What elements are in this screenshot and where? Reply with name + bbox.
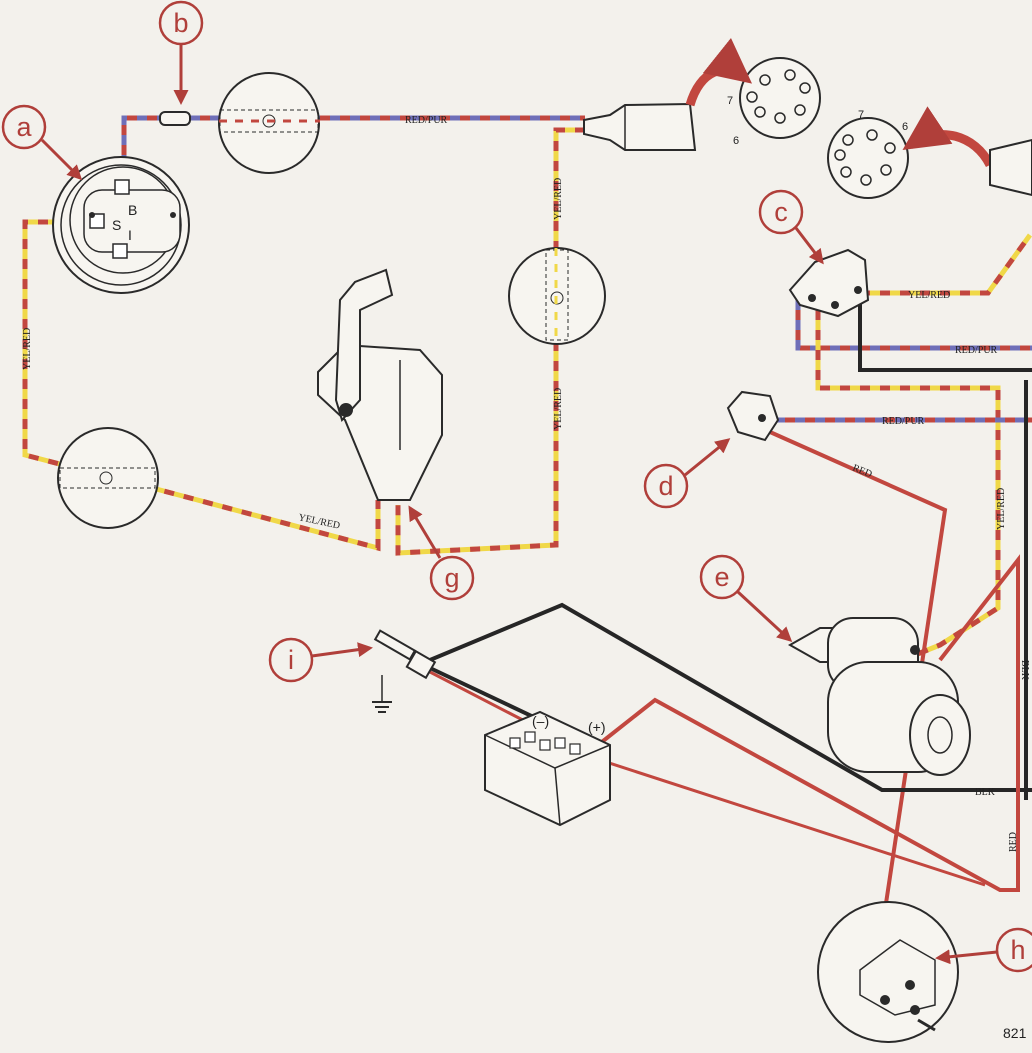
pin-7-left-label: 7 — [727, 95, 733, 107]
svg-text:a: a — [16, 112, 32, 142]
label-yel-red-left: YEL/RED — [22, 328, 33, 370]
pin-6-left-label: 6 — [733, 135, 739, 147]
wire-blk-neg — [429, 666, 541, 722]
label-blk: BLK — [975, 787, 996, 798]
connector-face-right: 7 6 — [827, 109, 909, 199]
connector-face-left: 7 6 — [727, 57, 821, 147]
svg-text:d: d — [658, 471, 673, 501]
wire-blk-main — [429, 602, 1032, 792]
terminal-s-label: S — [112, 217, 121, 233]
wire-red-d — [769, 430, 948, 911]
battery-negative-label: (–) — [532, 713, 549, 729]
ground-stud-i — [372, 629, 437, 713]
figure-number: 821 — [1003, 1025, 1027, 1041]
detail-circle-h — [817, 901, 959, 1043]
label-yel-red-c: YEL/RED — [908, 290, 950, 301]
detail-circle-top — [218, 72, 320, 174]
label-yel-red-mid-lower: YEL/RED — [553, 388, 564, 430]
solenoid-d — [726, 390, 780, 442]
label-blk-right: BLK — [1019, 660, 1030, 681]
battery: (–) (+) — [484, 710, 611, 827]
label-red-right: RED — [1008, 832, 1019, 852]
label-red-pur-top: RED/PUR — [405, 115, 448, 126]
pin-6-right-label: 6 — [902, 121, 908, 133]
arrow-to-connector-left — [685, 37, 753, 107]
arrow-to-connector-right — [902, 106, 995, 168]
wire-yel-red-right — [815, 310, 1001, 658]
wire-yel-red-mid — [395, 127, 585, 556]
remote-control-g — [317, 268, 443, 501]
svg-text:g: g — [444, 563, 459, 593]
bullet-connector — [159, 111, 191, 126]
battery-positive-label: (+) — [588, 719, 606, 735]
callout-e: e — [699, 554, 793, 643]
pin-7-right-label: 7 — [858, 109, 864, 121]
callout-h: h — [935, 927, 1032, 973]
starter-motor-e — [787, 617, 971, 776]
neutral-switch-c — [788, 248, 870, 318]
wire-red-pur-top — [121, 115, 585, 185]
terminal-b-label: B — [128, 202, 137, 218]
detail-circle-mid — [508, 247, 606, 345]
label-yel-red-right: YEL/RED — [996, 488, 1007, 530]
callout-d: d — [643, 438, 731, 509]
detail-circle-left — [57, 427, 159, 529]
svg-text:h: h — [1010, 935, 1025, 965]
label-red-pur-d: RED/PUR — [882, 416, 925, 427]
harness-plug — [583, 102, 697, 151]
svg-text:e: e — [714, 562, 729, 592]
callout-i: i — [268, 637, 373, 683]
svg-text:b: b — [173, 8, 188, 38]
svg-text:c: c — [774, 197, 788, 227]
wire-blk-c — [858, 300, 1032, 372]
wire-red-battery — [596, 554, 1020, 892]
svg-text:i: i — [288, 645, 294, 675]
wire-yel-red-c — [860, 233, 1032, 296]
label-red-d: RED — [851, 463, 874, 481]
label-yel-red-mid-upper: YEL/RED — [553, 178, 564, 220]
callout-c: c — [758, 189, 824, 265]
callout-a: a — [1, 104, 83, 181]
label-red-pur-c: RED/PUR — [955, 345, 998, 356]
wire-red-pur-c — [795, 300, 1032, 351]
callout-b: b — [158, 0, 204, 105]
key-switch: B S I — [52, 156, 190, 294]
terminal-i-label: I — [128, 227, 132, 243]
harness-plug-right — [989, 138, 1032, 197]
callout-g: g — [408, 505, 475, 601]
